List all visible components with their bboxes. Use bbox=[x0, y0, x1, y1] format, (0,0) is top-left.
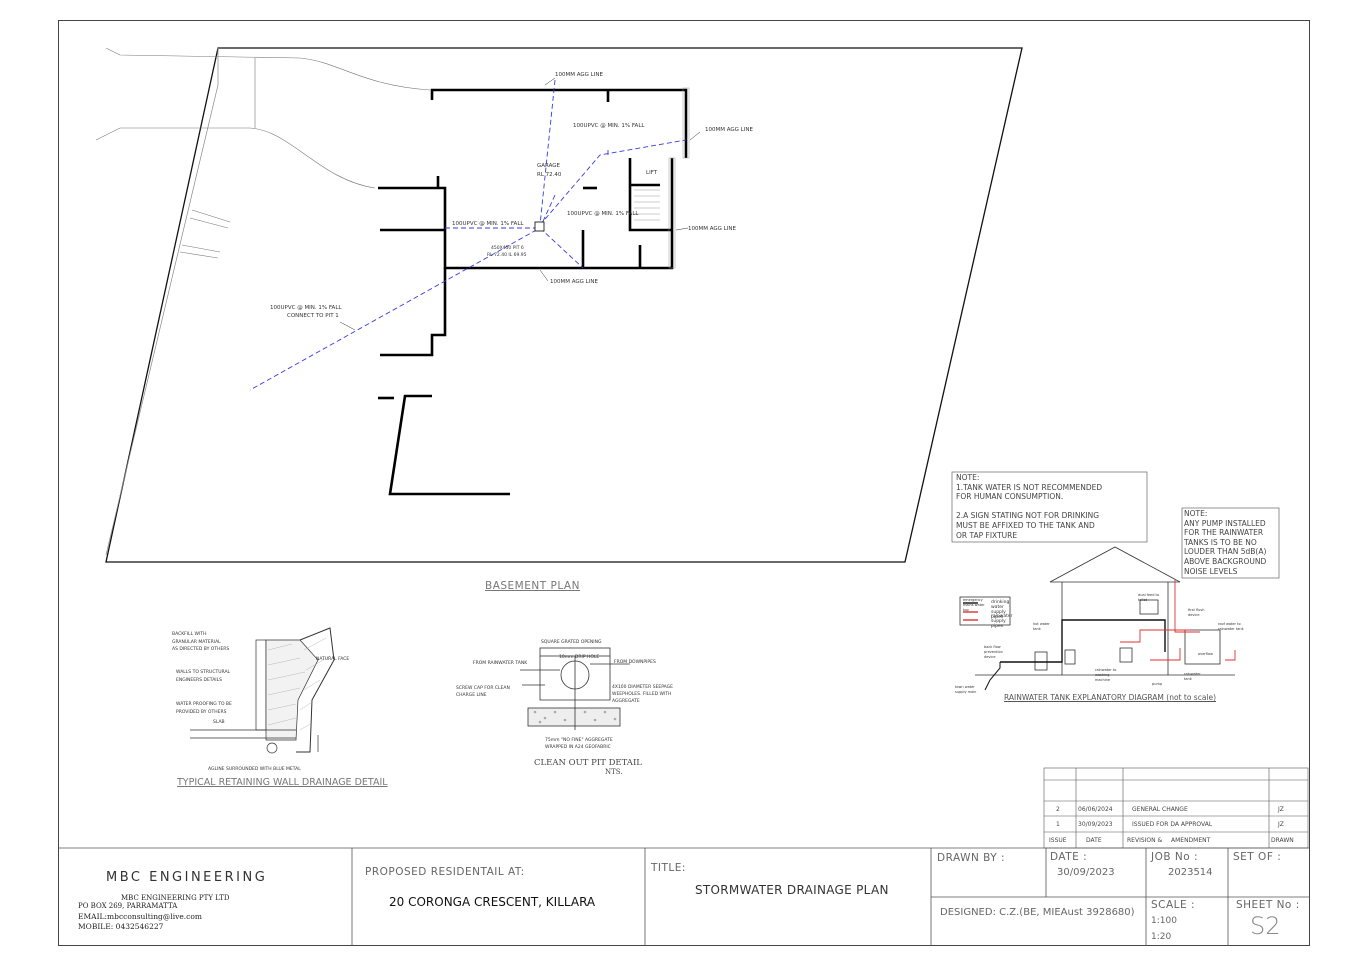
project-address: 20 CORONGA CRESCENT, KILLARA bbox=[389, 895, 596, 909]
retaining-wall-detail-drawing bbox=[190, 627, 335, 754]
tank-label-tank: rainwater tank bbox=[1184, 672, 1201, 681]
title-block-lines bbox=[58, 847, 1310, 946]
rev-header-issue: ISSUE bbox=[1049, 837, 1067, 844]
tank-legend-1: drinking water supply pipes bbox=[991, 600, 1010, 620]
retaining-agline-label: AGLINE SURROUNDED WITH BLUE METAL bbox=[208, 767, 301, 772]
note-box-1 bbox=[951, 471, 1148, 543]
label-lift: LIFT bbox=[646, 170, 658, 176]
rev-header-drawn: DRAWN bbox=[1271, 837, 1294, 844]
tank-label-first-flush: first flush device bbox=[1188, 608, 1205, 617]
note-tank-water: NOTE: 1.TANK WATER IS NOT RECOMMENDED FO… bbox=[956, 473, 1103, 540]
sheet-label: SHEET No : bbox=[1236, 899, 1300, 911]
rev-header-date: DATE bbox=[1086, 837, 1102, 844]
tank-diagram-title: RAINWATER TANK EXPLANATORY DIAGRAM (not … bbox=[1004, 693, 1217, 702]
label-pvc-connect-2: CONNECT TO PIT 1 bbox=[287, 313, 339, 319]
tank-label-backflow: back flow prevention device bbox=[984, 645, 1003, 659]
rev-issue: 1 bbox=[1056, 821, 1060, 828]
pit-detail-title: CLEAN OUT PIT DETAIL bbox=[534, 758, 642, 768]
label-garage-rl: RL 72.40 bbox=[537, 172, 562, 178]
tank-legend-2: rainwater supply pipes bbox=[991, 614, 1013, 629]
rev-by: JZ bbox=[1278, 806, 1284, 813]
drawn-by-label: DRAWN BY : bbox=[937, 852, 1006, 864]
site-boundary bbox=[105, 47, 1023, 563]
pit-weepholes-label: 4X100 DIAMETER SEEPAGE WEEPHOLES. FILLED… bbox=[612, 685, 674, 704]
retaining-natural-face-label: NATURAL FACE bbox=[316, 657, 350, 662]
tank-legend-3: emergency mains water top bbox=[963, 598, 985, 612]
basement-plan-title: BASEMENT PLAN bbox=[485, 580, 580, 592]
date-value: 30/09/2023 bbox=[1057, 867, 1115, 878]
pit-detail-subtitle: NTS. bbox=[605, 768, 623, 776]
pit-marker bbox=[534, 221, 545, 232]
rev-description: ISSUED FOR DA APPROVAL bbox=[1132, 821, 1213, 828]
company-mobile: MOBILE: 0432546227 bbox=[78, 922, 164, 931]
company-po-box: PO BOX 269, PARRAMATTA bbox=[78, 902, 178, 910]
pit-from-tank-label: FROM RAINWATER TANK bbox=[473, 661, 528, 666]
tank-label-supply: town water supply main bbox=[955, 685, 977, 694]
designed-by: DESIGNED: C.Z.(BE, MIEAust 3928680) bbox=[940, 907, 1135, 918]
label-garage: GARAGE bbox=[537, 163, 561, 169]
rainwater-tank-diagram-drawing bbox=[959, 546, 1235, 676]
label-agg-top: 100MM AGG LINE bbox=[555, 72, 603, 78]
rev-date: 06/06/2024 bbox=[1078, 806, 1113, 813]
rev-header-revision: REVISION & bbox=[1127, 837, 1163, 844]
drawing-sheet bbox=[58, 20, 1310, 946]
tank-label-roof-water: roof water to rainwater tank bbox=[1218, 622, 1244, 631]
label-pit-2: RL 72.40 IL 69.95 bbox=[487, 253, 527, 258]
tank-label-dual-feed: dual feed to toilet bbox=[1138, 593, 1160, 602]
company-email: EMAIL:mbcconsulting@live.com bbox=[78, 912, 203, 921]
job-value: 2023514 bbox=[1168, 867, 1213, 878]
tank-label-pump: pump bbox=[1152, 682, 1163, 686]
rev-by: JZ bbox=[1278, 821, 1284, 828]
label-agg-right: 100MM AGG LINE bbox=[688, 226, 736, 232]
retaining-backfill-label: BACKFILL WITH GRANULAR MATERIAL AS DIREC… bbox=[172, 632, 230, 652]
scale-label: SCALE : bbox=[1151, 899, 1196, 911]
note-box-2 bbox=[1181, 507, 1280, 579]
pit-from-downpipes-label: FROM DOWNPIPES bbox=[614, 660, 656, 665]
tank-label-overflow: overflow bbox=[1198, 652, 1214, 656]
retaining-slab-label: SLAB bbox=[213, 720, 225, 725]
date-label: DATE : bbox=[1050, 851, 1088, 863]
rev-date: 30/09/2023 bbox=[1078, 821, 1113, 828]
drawing-title: STORMWATER DRAINAGE PLAN bbox=[695, 883, 889, 897]
pit-screw-cap-label: SCREW CAP FOR CLEAN CHARGE LINE bbox=[456, 686, 510, 698]
note-pump: NOTE: ANY PUMP INSTALLED FOR THE RAINWAT… bbox=[1184, 509, 1267, 576]
proposed-label: PROPOSED RESIDENTAIL AT: bbox=[365, 866, 525, 878]
label-pvc-mid: 100UPVC @ MIN. 1% FALL bbox=[567, 211, 639, 217]
set-label: SET OF : bbox=[1233, 851, 1282, 863]
pit-drip-label: 10mm DRIP HOLE bbox=[559, 655, 600, 660]
label-agg-bottom: 100MM AGG LINE bbox=[550, 279, 598, 285]
clean-out-pit-drawing bbox=[520, 647, 630, 730]
scale-value-2: 1:20 bbox=[1151, 932, 1172, 942]
label-pit-1: 450X450 PIT 6 bbox=[491, 246, 524, 251]
label-agg-right-top: 100MM AGG LINE bbox=[705, 127, 753, 133]
company-sub: MBC ENGINEERING PTY LTD bbox=[121, 894, 230, 902]
tank-label-hot-water: hot water tank bbox=[1033, 622, 1050, 631]
label-pvc-connect-1: 100UPVC @ MIN. 1% FALL bbox=[270, 305, 342, 311]
revision-table bbox=[1043, 767, 1309, 849]
sheet-number: S2 bbox=[1250, 912, 1281, 940]
pit-aggregate-label: 75mm "NO FINE" AGGREGATE WRAPPED IN A24 … bbox=[545, 738, 613, 750]
label-pvc-top: 100UPVC @ MIN. 1% FALL bbox=[573, 123, 645, 129]
scale-value-1: 1:100 bbox=[1151, 916, 1177, 926]
company-name: MBC ENGINEERING bbox=[106, 870, 268, 885]
label-pvc-left: 100UPVC @ MIN. 1% FALL bbox=[452, 221, 524, 227]
rev-description: GENERAL CHANGE bbox=[1132, 806, 1188, 813]
retaining-waterproofing-label: WATER PROOFING TO BE PROVIDED BY OTHERS bbox=[176, 702, 232, 715]
tank-label-rainwater: rainwater to washing machine bbox=[1095, 668, 1117, 682]
rev-issue: 2 bbox=[1056, 806, 1060, 813]
pit-grated-label: SQUARE GRATED OPENING bbox=[541, 640, 602, 645]
title-label: TITLE: bbox=[651, 862, 686, 874]
retaining-detail-title: TYPICAL RETAINING WALL DRAINAGE DETAIL bbox=[177, 777, 388, 788]
building-walls bbox=[378, 88, 688, 496]
retaining-walls-label: WALLS TO STRUCTURAL ENGINEERS DETAILS bbox=[176, 670, 231, 683]
rev-header-amendment: AMENDMENT bbox=[1171, 837, 1211, 844]
job-label: JOB No : bbox=[1151, 851, 1199, 863]
